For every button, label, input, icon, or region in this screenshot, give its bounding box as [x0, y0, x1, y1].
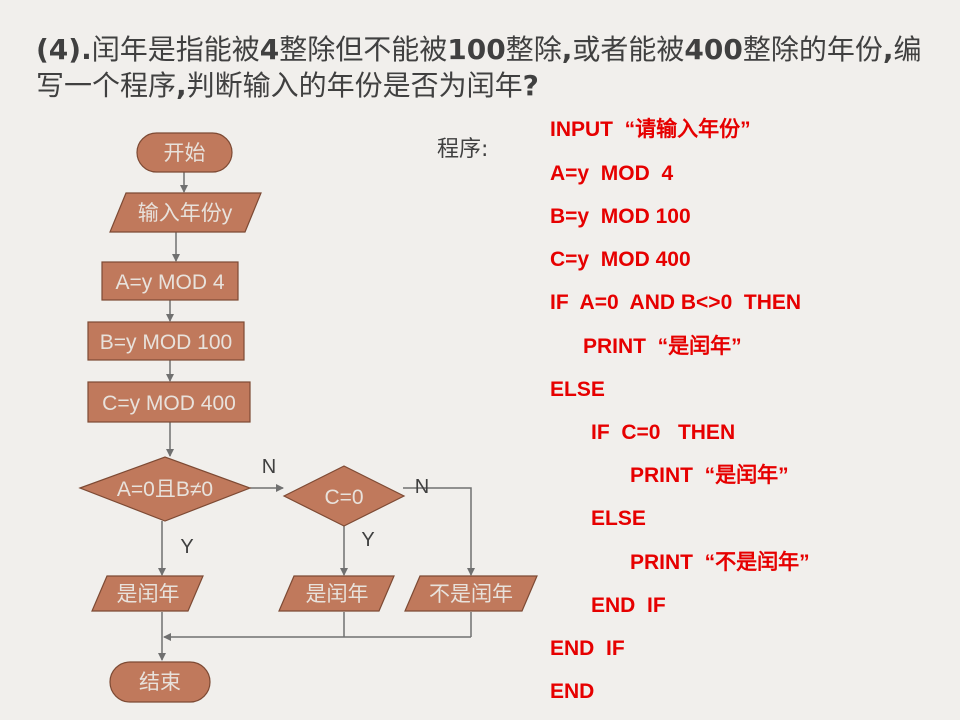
- code-line: END IF: [550, 637, 625, 660]
- output-3-parallelogram: [404, 575, 538, 612]
- process-b-box: [87, 321, 245, 361]
- code-line: PRINT “不是闰年”: [630, 551, 810, 574]
- decision-2-label: C=0: [324, 486, 363, 509]
- input-parallelogram: [109, 192, 262, 233]
- process-c-label: C=y MOD 400: [102, 392, 236, 415]
- input-label: 输入年份y: [138, 202, 233, 225]
- connector: [403, 487, 475, 576]
- output-2-label: 是闰年: [306, 583, 369, 606]
- branch-label-y: Y: [180, 536, 193, 558]
- code-line: ELSE: [591, 507, 646, 530]
- code-line: END IF: [591, 594, 666, 617]
- start-terminal: [136, 132, 233, 173]
- code-line: INPUT “请输入年份”: [550, 118, 751, 141]
- output-1-label: 是闰年: [117, 583, 180, 606]
- decision-1-label: A=0且B≠0: [117, 478, 213, 501]
- flowchart-connectors: [158, 172, 475, 661]
- process-a-box: [101, 261, 239, 301]
- code-line: PRINT “是闰年”: [630, 464, 789, 487]
- program-label: 程序:: [437, 137, 489, 162]
- output-2-parallelogram: [278, 575, 395, 612]
- code-line: PRINT “是闰年”: [583, 335, 742, 358]
- code-line: ELSE: [550, 378, 605, 401]
- branch-label-n: N: [415, 476, 429, 498]
- branch-label-n: N: [262, 456, 276, 478]
- process-b-label: B=y MOD 100: [100, 331, 232, 354]
- problem-statement: (4).闰年是指能被4整除但不能被100整除,或者能被400整除的年份,编写一个…: [36, 33, 922, 102]
- decision-2-diamond: [282, 465, 406, 527]
- code-line: IF A=0 AND B<>0 THEN: [550, 291, 802, 314]
- output-3-label: 不是闰年: [429, 583, 513, 606]
- code-line: A=y MOD 4: [550, 162, 674, 185]
- problem-number: (4).: [36, 33, 92, 66]
- code-line: IF C=0 THEN: [591, 421, 736, 444]
- end-label: 结束: [139, 671, 181, 694]
- branch-label-y: Y: [361, 529, 374, 551]
- process-c-box: [87, 381, 251, 423]
- decision-1-diamond: [78, 456, 252, 522]
- code-line: C=y MOD 400: [550, 248, 691, 271]
- process-a-label: A=y MOD 4: [115, 271, 224, 294]
- start-label: 开始: [164, 142, 206, 165]
- code-line: B=y MOD 100: [550, 205, 691, 228]
- code-line: END: [550, 680, 595, 703]
- output-1-parallelogram: [91, 575, 204, 612]
- end-terminal: [109, 661, 211, 703]
